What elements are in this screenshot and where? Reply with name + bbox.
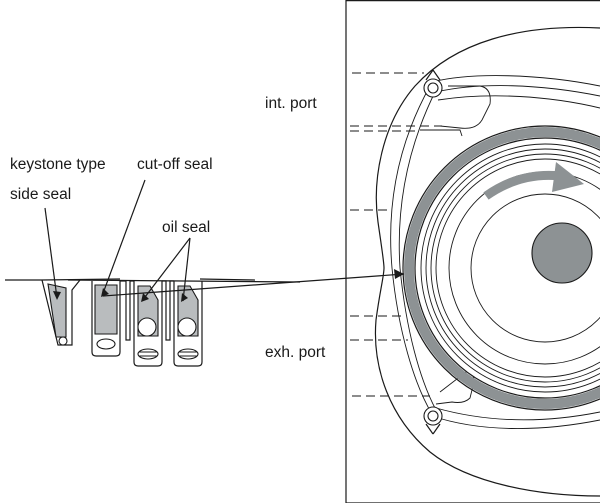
oil-groove-2 bbox=[173, 281, 203, 367]
cutoff-seal bbox=[94, 284, 118, 335]
port-dash-lines bbox=[350, 72, 442, 397]
housing-frame bbox=[345, 0, 600, 503]
rotor-flank-bottom bbox=[431, 415, 600, 429]
exh-port-label: exh. port bbox=[265, 344, 326, 361]
rotor-flank-left bbox=[390, 85, 433, 415]
cutoff-groove bbox=[91, 281, 121, 357]
eccentric-shaft bbox=[531, 222, 593, 284]
keystone-label-line1: keystone type bbox=[10, 156, 106, 173]
keystone-label-line2: side seal bbox=[10, 186, 71, 203]
side-seal-ring bbox=[402, 125, 600, 411]
oil-groove-1 bbox=[133, 281, 163, 367]
keystone-groove bbox=[41, 279, 81, 346]
rotor-flank-top bbox=[431, 75, 600, 87]
keystone-side-seal bbox=[47, 283, 67, 338]
oil-seal-1-spring bbox=[137, 348, 159, 360]
oil-seal-2-oring bbox=[177, 317, 197, 337]
shaft-ring bbox=[470, 193, 600, 343]
seal-cross-section bbox=[5, 278, 301, 367]
cutoff-spring bbox=[96, 338, 116, 350]
housing-outline bbox=[374, 26, 600, 497]
oil-seal-label: oil seal bbox=[162, 219, 210, 236]
cutoff-label: cut-off seal bbox=[137, 156, 213, 173]
rotation-arrow-icon bbox=[483, 170, 561, 200]
oil-seal-1-oring bbox=[137, 317, 157, 337]
int-port-label: int. port bbox=[265, 95, 317, 112]
intake-pocket bbox=[439, 85, 491, 129]
engine-section bbox=[345, 0, 600, 503]
oil-seal-2-spring bbox=[177, 348, 199, 360]
keystone-spring bbox=[58, 336, 68, 346]
leader-lines bbox=[44, 179, 405, 302]
